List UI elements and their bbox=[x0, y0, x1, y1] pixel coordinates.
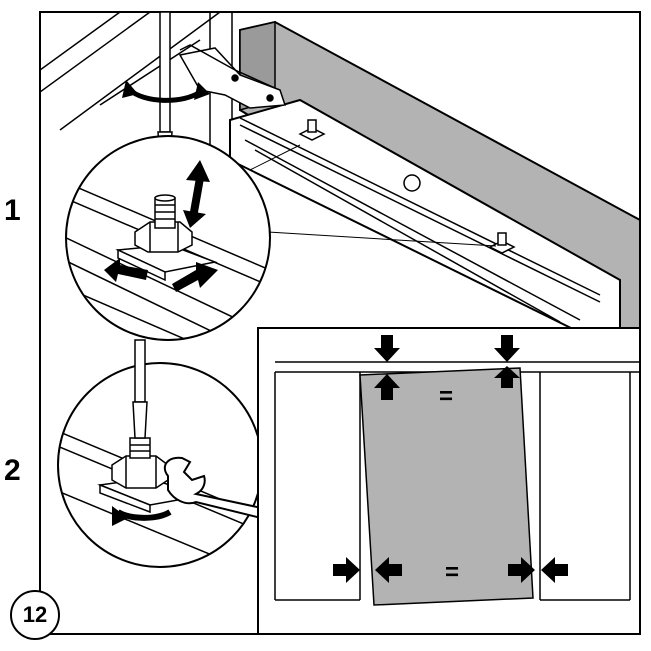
cabinet-perspective bbox=[40, 12, 640, 331]
figure-number-badge: 12 bbox=[10, 590, 60, 640]
arrow-right-inner-right bbox=[508, 557, 535, 583]
arrow-right-outer-left bbox=[333, 557, 360, 583]
rotate-arrow-icon bbox=[112, 506, 172, 526]
alignment-detail: = = bbox=[257, 327, 641, 635]
screwdriver-icon bbox=[132, 339, 148, 439]
rotate-arrow-icon bbox=[122, 80, 210, 103]
door-front-panel bbox=[359, 367, 534, 606]
arrow-down-right bbox=[494, 335, 520, 362]
door-screw-lower bbox=[488, 232, 516, 254]
arrow-down-left bbox=[374, 335, 400, 362]
adjust-arrow-icon bbox=[183, 160, 210, 228]
detail-callout-2 bbox=[57, 339, 263, 568]
step-number-1: 1 bbox=[4, 194, 21, 227]
detail-callout-1 bbox=[65, 135, 271, 341]
door-screw-upper bbox=[298, 119, 326, 141]
equal-mark-bottom: = bbox=[445, 559, 459, 586]
equal-mark-top: = bbox=[439, 383, 453, 410]
arrow-up-left bbox=[374, 374, 400, 400]
step-number-2: 2 bbox=[4, 454, 21, 487]
arrow-up-right bbox=[494, 366, 520, 388]
arrow-left-inner-left bbox=[375, 557, 402, 583]
arrow-left-outer-right bbox=[541, 557, 568, 583]
